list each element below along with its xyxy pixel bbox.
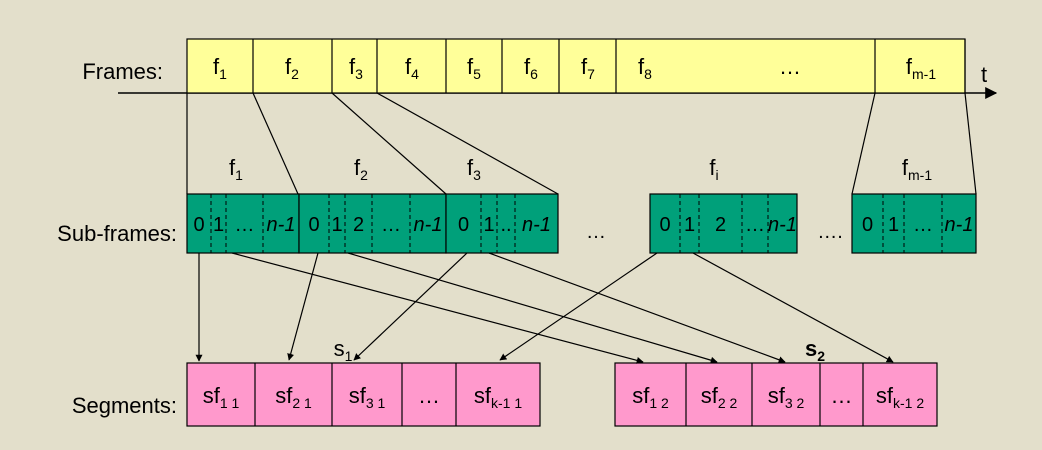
mapping-arrow: [353, 252, 468, 361]
subframe-group-box: [851, 193, 977, 254]
mapping-arrow: [499, 252, 658, 361]
mapping-arrow: [287, 252, 319, 361]
segment-cell-label: sf1 1: [203, 383, 240, 411]
frame-label: f7: [581, 54, 595, 82]
subframe-index: 0: [458, 214, 469, 236]
subframe-index: 1: [213, 214, 224, 236]
frame-label: f8: [638, 54, 652, 82]
frames-row-label: Frames:: [82, 59, 163, 84]
segment-cell-label: …: [418, 383, 440, 408]
subframe-index: n-1: [768, 214, 797, 236]
subframe-index: 0: [193, 214, 204, 236]
frames-bar: [186, 38, 966, 94]
expansion-line: [964, 92, 977, 195]
subframe-index: n-1: [522, 214, 551, 236]
time-axis-label: t: [981, 62, 987, 87]
frame-label: f2: [285, 54, 299, 82]
subframe-group-label: f1: [229, 155, 243, 183]
expansion-line: [851, 92, 876, 195]
subframe-index: ..: [500, 214, 511, 236]
mapping-arrow: [347, 252, 718, 364]
expansion-lines: [186, 92, 977, 195]
frames-row: f1 f2 f3 f4 f5 f6 f7 f8 … fm-1: [186, 38, 966, 94]
subframe-gap-ellipsis: …: [586, 221, 606, 243]
segment-cell-label: sf3 1: [349, 383, 386, 411]
subframe-group-box: [649, 193, 798, 254]
segment-cell-label: sf2 2: [701, 383, 738, 411]
segment-cell-label: sf1 2: [632, 383, 669, 411]
frame-label: fm-1: [906, 54, 936, 82]
mapping-arrows: [195, 252, 894, 364]
segment-cell-label: sfk-1 1: [474, 383, 522, 411]
subframe-index: n-1: [945, 214, 974, 236]
subframe-group-box: [186, 193, 300, 254]
subframe-index: n-1: [414, 214, 443, 236]
subframe-index: 1: [483, 214, 494, 236]
mapping-arrow: [692, 252, 894, 363]
subframe-index: 0: [308, 214, 319, 236]
subframe-index: 2: [715, 214, 726, 236]
mapping-arrow: [488, 252, 786, 364]
frame-label: f5: [467, 54, 481, 82]
frame-label: …: [779, 54, 801, 79]
segment-cell-label: …: [831, 383, 853, 408]
subframe-index: …: [235, 214, 255, 236]
subframe-gap-ellipsis: ….: [817, 221, 843, 243]
subframe-index: 1: [684, 214, 695, 236]
subframe-group-label: fi: [709, 155, 718, 183]
subframe-index: …: [745, 214, 765, 236]
subframe-group-label: fm-1: [902, 155, 932, 183]
subframe-index: …: [381, 214, 401, 236]
segment-group-box: [614, 362, 938, 427]
segment-group-label: s2: [805, 336, 825, 364]
frame-label: f4: [405, 54, 419, 82]
expansion-line: [331, 92, 447, 195]
segments-row-label: Segments:: [72, 393, 177, 418]
frame-label: f6: [524, 54, 538, 82]
segment-group-box: [186, 362, 541, 427]
subframe-group-label: f3: [467, 155, 481, 183]
subframe-group-box: [445, 193, 559, 254]
subframe-index: n-1: [267, 214, 296, 236]
subframes-row-label: Sub-frames:: [57, 221, 177, 246]
subframe-index: 2: [353, 214, 364, 236]
subframe-index: 0: [862, 214, 873, 236]
mapping-arrow: [231, 252, 644, 364]
frame-label: f1: [213, 54, 227, 82]
expansion-line: [252, 92, 299, 195]
subframe-index: 1: [888, 214, 899, 236]
segment-cell-label: sfk-1 2: [876, 383, 924, 411]
subframe-index: 0: [659, 214, 670, 236]
segment-cell-label: sf3 2: [768, 383, 805, 411]
subframe-group-label: f2: [354, 155, 368, 183]
subframe-index: 1: [331, 214, 342, 236]
expansion-line: [376, 92, 559, 195]
frame-label: f3: [349, 54, 363, 82]
subframe-index: …: [913, 214, 933, 236]
segment-cell-label: sf2 1: [275, 383, 312, 411]
segments-row: s1 sf1 1 sf2 1 sf3 1 … sfk-1 1 s2 sf1 2 sf2 2 sf3…: [186, 336, 938, 427]
segment-group-label: s1: [334, 336, 353, 364]
